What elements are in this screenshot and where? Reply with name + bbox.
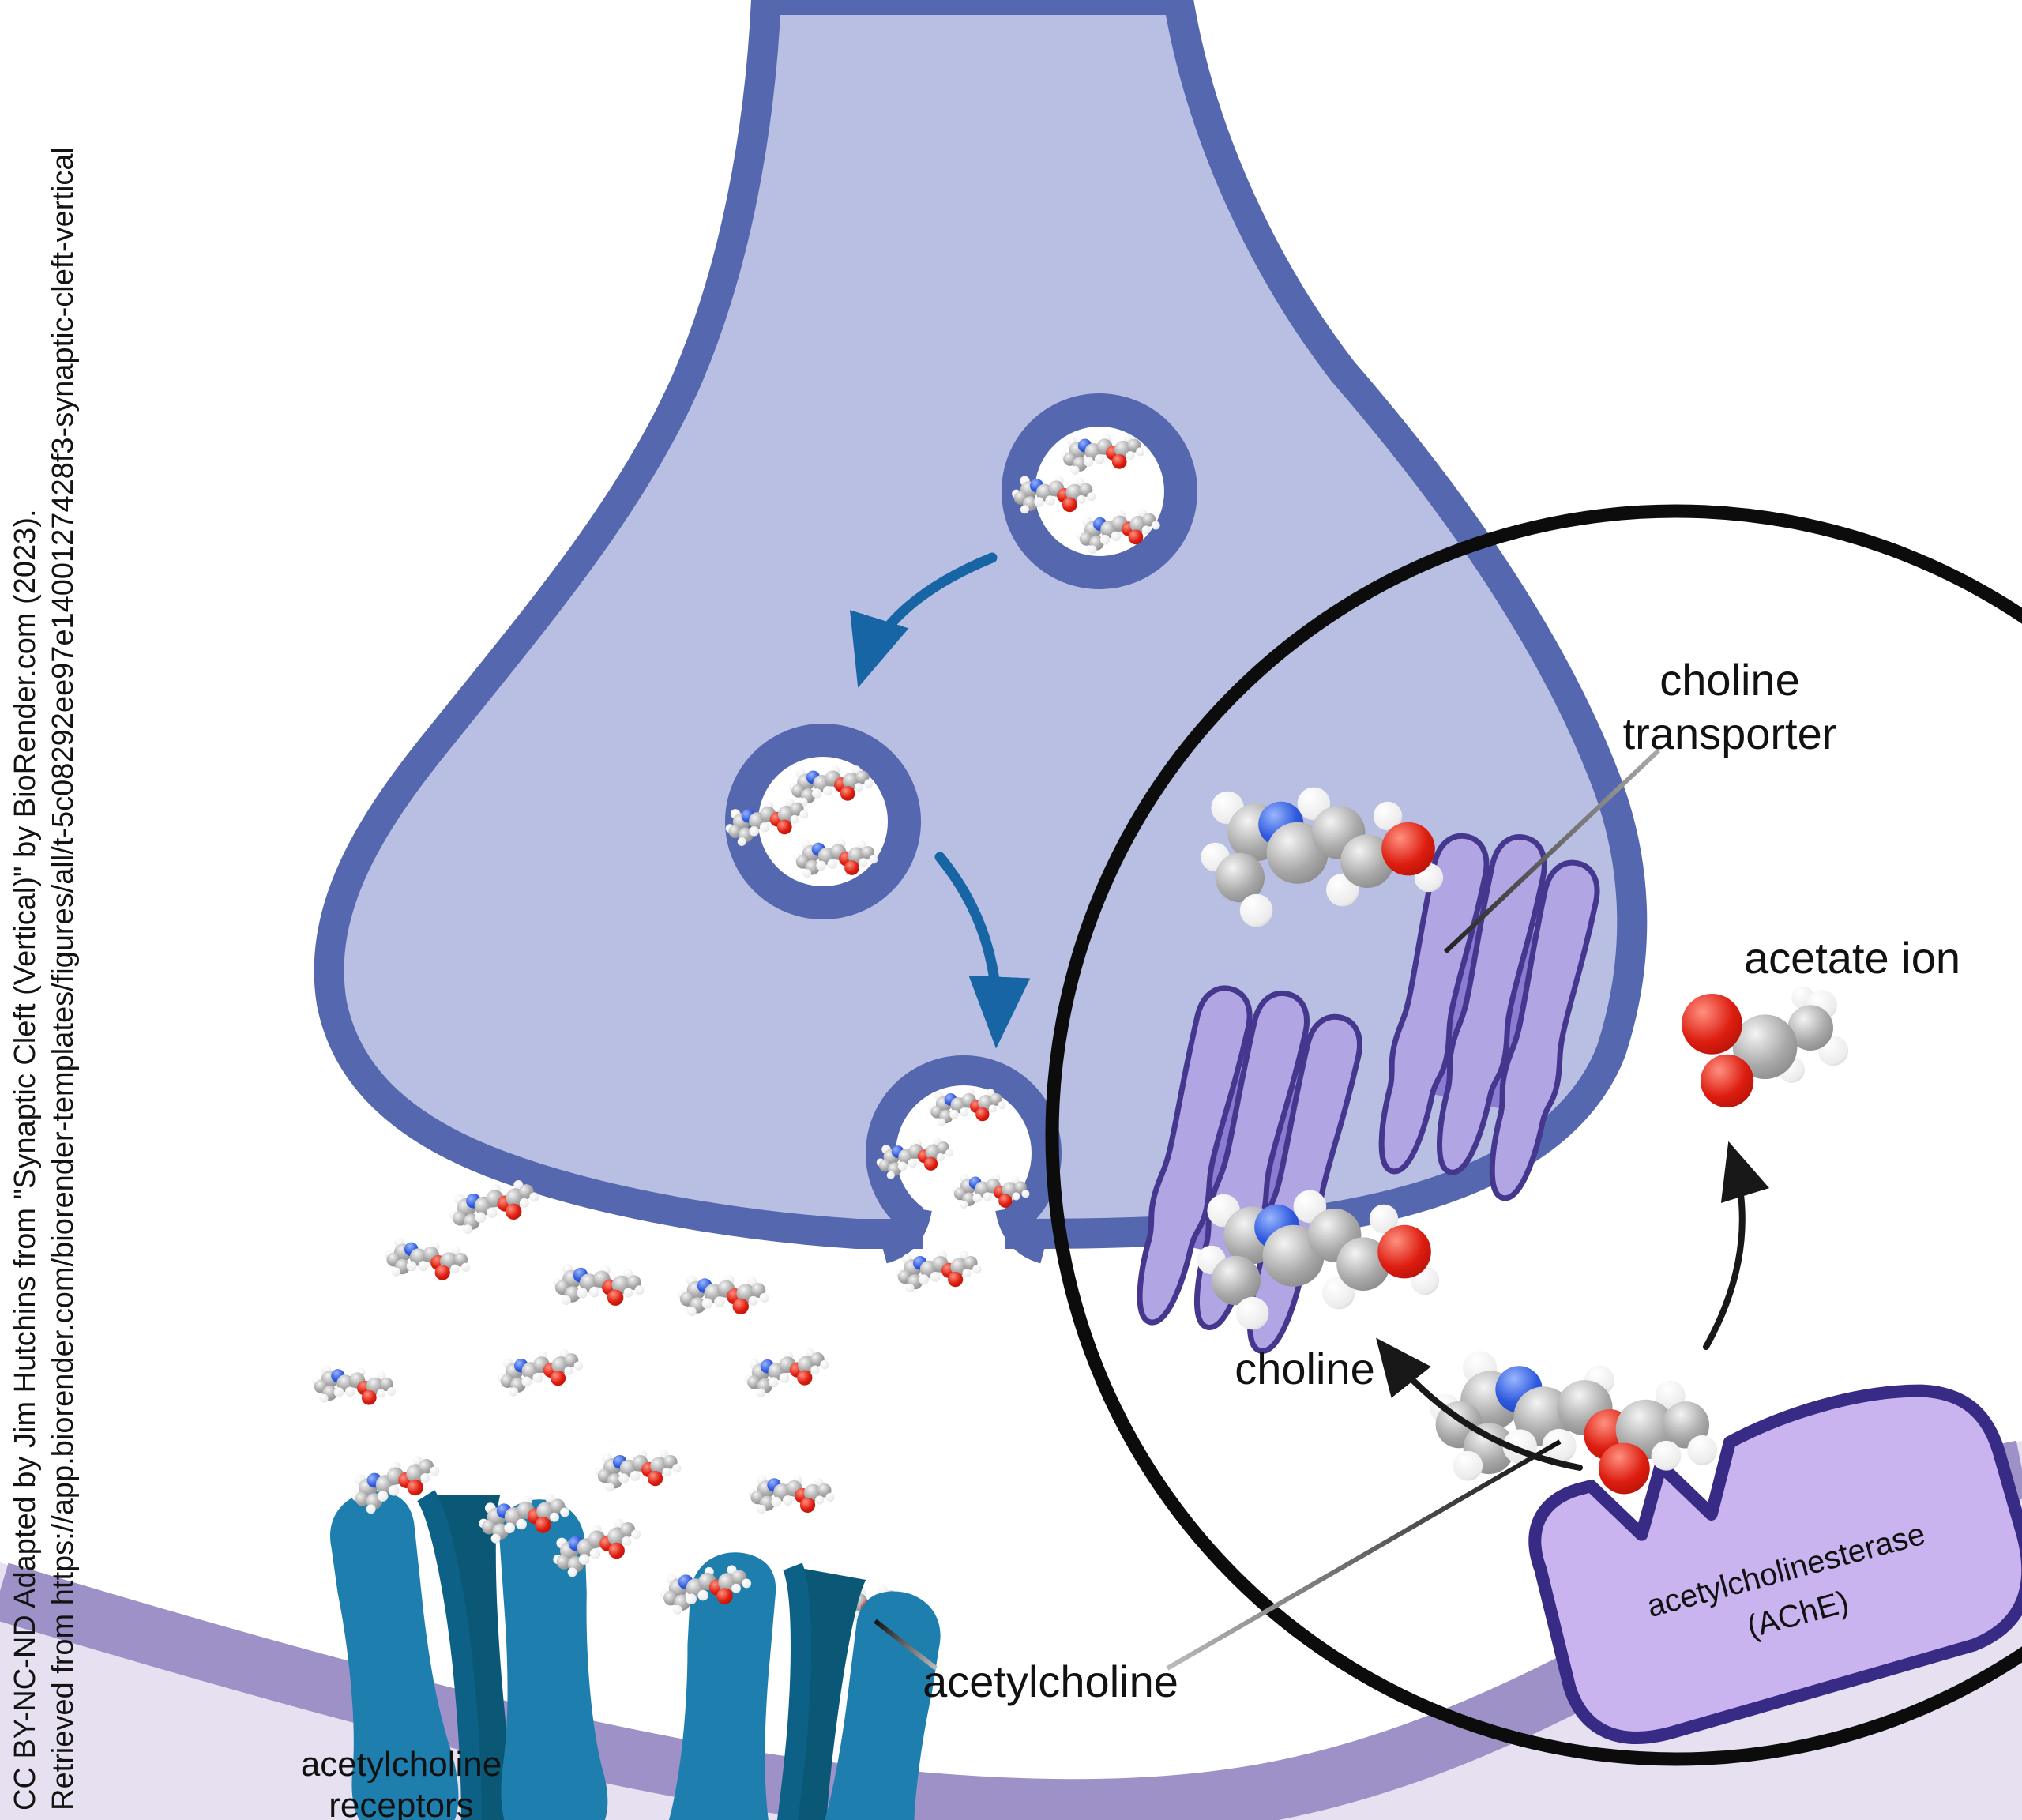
acetate-ion-molecule	[1682, 986, 1849, 1107]
acetylcholine-molecule	[550, 1258, 647, 1316]
acetate-ion-label: acetate ion	[1744, 933, 1960, 983]
choline-label: choline	[1235, 1344, 1374, 1393]
choline-transporter-label-line1: choline	[1659, 655, 1799, 705]
ache-enzyme: acetylcholinesterase (AChE)	[1528, 1384, 2022, 1744]
arrow-to-choline	[1376, 1337, 1583, 1471]
synaptic-vesicle-1	[1002, 393, 1197, 589]
acetylcholine-molecule	[381, 1232, 474, 1292]
acetylcholine-molecule	[309, 1359, 399, 1415]
acetylcholine-molecule	[495, 1347, 585, 1398]
acetylcholine-receptors-label-line2: receptors	[329, 1786, 473, 1820]
vesicle-arrow-1	[850, 552, 998, 688]
acetylcholine-receptor-1	[325, 1486, 612, 1820]
vesicle-arrow-2	[934, 852, 1031, 1049]
acetylcholine-receptor-2	[657, 1547, 945, 1820]
acetylcholine-label: acetylcholine	[923, 1656, 1178, 1706]
acetylcholine-molecule	[746, 1470, 836, 1521]
acetylcholine-molecule	[741, 1345, 832, 1400]
leader-acetylcholine-right	[1166, 1439, 1562, 1671]
magnifier-circle	[1045, 504, 2022, 1766]
arrow-to-acetate	[1703, 1141, 1770, 1350]
synaptic-vesicle-2	[723, 724, 921, 919]
choline-transporter-group-right	[1368, 820, 1606, 1204]
credit-line2: Retrieved from https://app.biorender.com…	[47, 147, 80, 1811]
credit-line1: CC BY-NC-ND Adapted by Jim Hutchins from…	[9, 509, 42, 1811]
choline-transporter-label-line2: transporter	[1623, 709, 1837, 758]
leader-acetylcholine-left	[874, 1619, 938, 1671]
acetylcholine-receptors-label-line1: acetylcholine	[301, 1745, 502, 1784]
acetylcholine-molecule	[595, 1450, 682, 1492]
acetylcholine-molecule	[675, 1270, 771, 1323]
acetylcholine-molecule	[445, 1177, 543, 1237]
leader-choline-transporter	[1443, 748, 1661, 954]
